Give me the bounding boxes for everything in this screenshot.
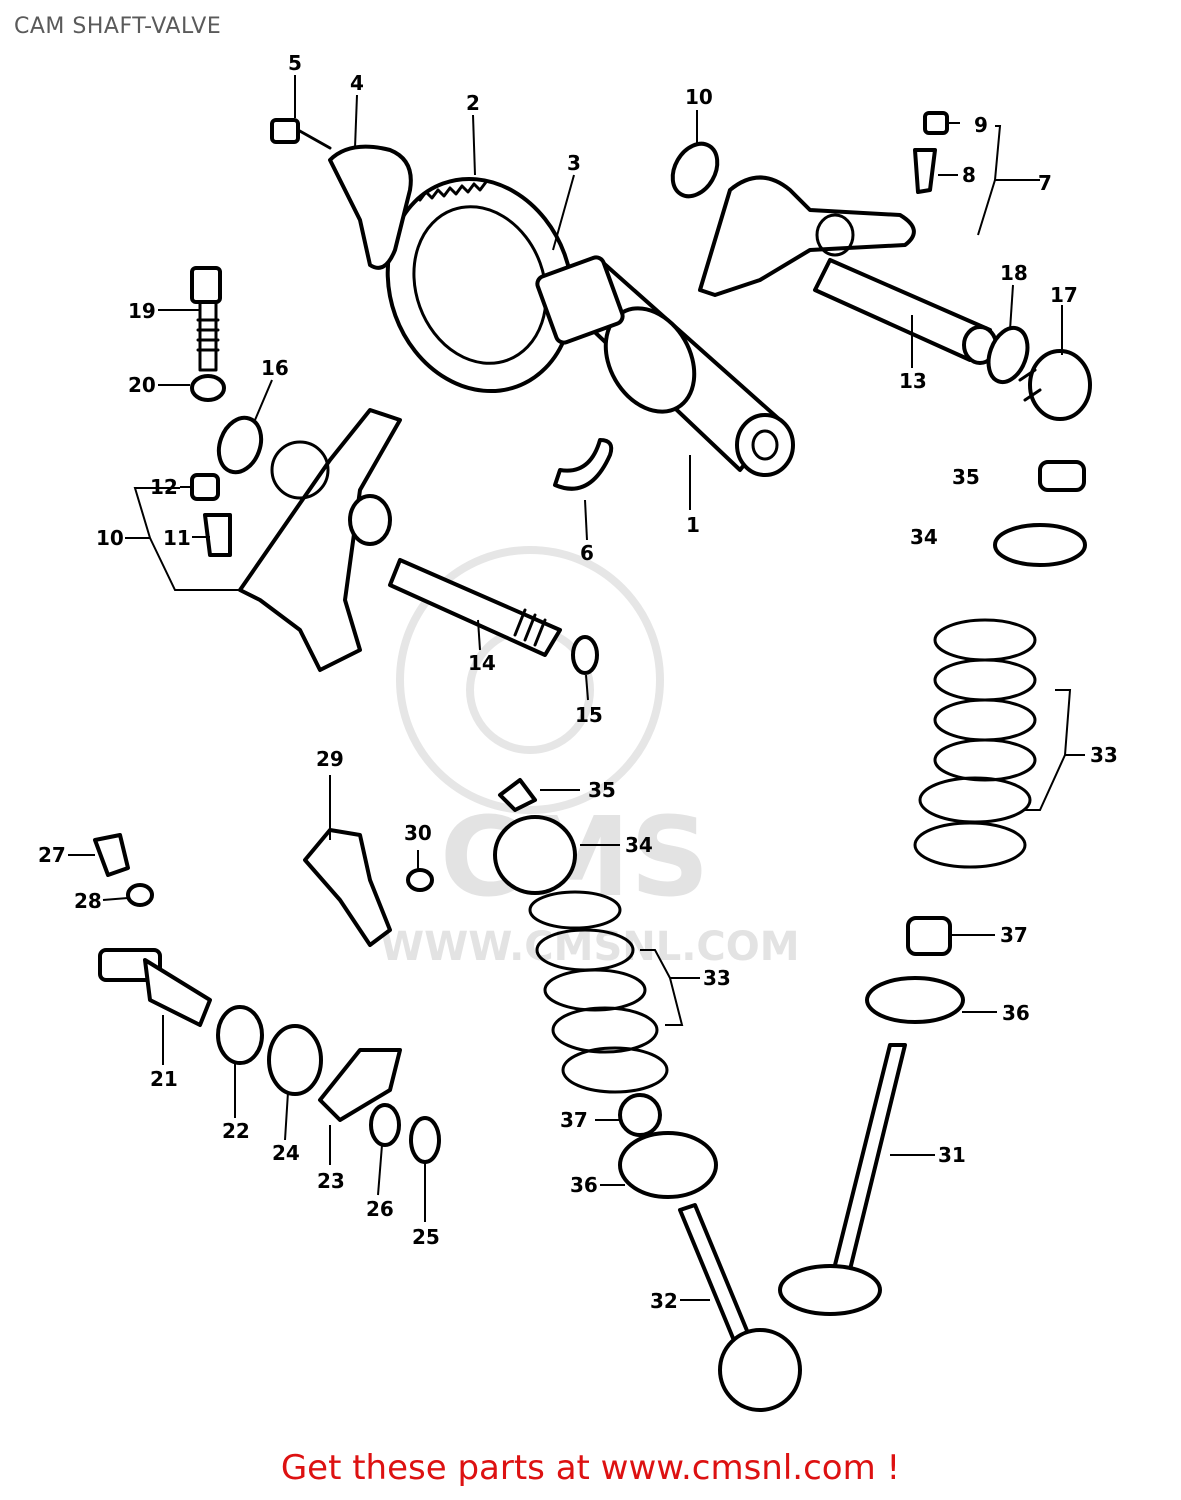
gasket xyxy=(670,141,720,199)
retainer-plate xyxy=(328,144,413,270)
half-ring xyxy=(553,438,614,491)
rocker-arm-left xyxy=(238,408,402,672)
label-25: 25 xyxy=(412,1225,440,1249)
rocker-shaft-right xyxy=(813,258,998,365)
label-23: 23 xyxy=(317,1169,345,1193)
label-9: 9 xyxy=(974,113,988,137)
label-14: 14 xyxy=(468,651,496,675)
label-31: 31 xyxy=(938,1143,966,1167)
bolt-19 xyxy=(190,266,222,372)
exploded-parts-diagram: CMS WWW.CMSNL.COM xyxy=(38,51,1118,1412)
label-16: 16 xyxy=(261,356,289,380)
adjust-screw xyxy=(913,148,937,194)
label-33-right: 33 xyxy=(1090,743,1118,767)
label-7: 7 xyxy=(1038,171,1052,195)
retainer-34-left xyxy=(493,815,577,895)
label-3: 3 xyxy=(567,151,581,175)
label-35-left: 35 xyxy=(588,778,616,802)
oil-seal-22 xyxy=(216,1005,264,1065)
label-15: 15 xyxy=(575,703,603,727)
label-4: 4 xyxy=(350,71,364,95)
label-10: 10 xyxy=(96,526,124,550)
label-37-right: 37 xyxy=(1000,923,1028,947)
label-27: 27 xyxy=(38,843,66,867)
label-35-right: 35 xyxy=(952,465,980,489)
nut-12 xyxy=(190,473,220,501)
label-32: 32 xyxy=(650,1289,678,1313)
label-2: 2 xyxy=(466,91,480,115)
label-11: 11 xyxy=(163,526,191,550)
label-22: 22 xyxy=(222,1119,250,1143)
label-13: 13 xyxy=(899,369,927,393)
label-19: 19 xyxy=(128,299,156,323)
label-29: 29 xyxy=(316,747,344,771)
label-30: 30 xyxy=(404,821,432,845)
bracket-29 xyxy=(303,828,392,947)
washer-26 xyxy=(369,1103,401,1147)
screw-30 xyxy=(406,868,434,892)
label-8: 8 xyxy=(962,163,976,187)
label-20: 20 xyxy=(128,373,156,397)
watermark: CMS WWW.CMSNL.COM xyxy=(380,546,800,970)
camshaft xyxy=(535,255,795,477)
label-36-right: 36 xyxy=(1002,1001,1030,1025)
washer-28 xyxy=(126,883,154,907)
label-10-top: 10 xyxy=(685,85,713,109)
bolt-27 xyxy=(93,833,130,877)
label-36-left: 36 xyxy=(570,1173,598,1197)
label-18: 18 xyxy=(1000,261,1028,285)
valve-31 xyxy=(778,1043,907,1316)
seat-36-right xyxy=(865,976,965,1024)
label-21: 21 xyxy=(150,1067,178,1091)
label-17: 17 xyxy=(1050,283,1078,307)
label-26: 26 xyxy=(366,1197,394,1221)
seat-36-left xyxy=(618,1131,718,1199)
screw-11 xyxy=(203,513,232,557)
plug xyxy=(1018,349,1092,421)
o-ring xyxy=(986,325,1030,385)
seal-37-left xyxy=(618,1093,662,1137)
label-5: 5 xyxy=(288,51,302,75)
o-ring-16 xyxy=(216,415,264,475)
valve-32 xyxy=(678,1203,802,1412)
label-6: 6 xyxy=(580,541,594,565)
leader-lines xyxy=(68,75,1085,1301)
footer-link[interactable]: Get these parts at www.cmsnl.com ! xyxy=(280,1448,901,1488)
seal-37-right xyxy=(906,916,952,956)
cam-sprocket xyxy=(385,176,575,394)
label-1: 1 xyxy=(686,513,700,537)
spring-24 xyxy=(267,1024,323,1096)
rocker-shaft-left xyxy=(388,558,562,657)
label-34-left: 34 xyxy=(625,833,653,857)
cotter-35-left xyxy=(498,778,537,812)
clip-25 xyxy=(409,1116,441,1164)
bolt xyxy=(270,118,332,150)
lever-23 xyxy=(318,1048,402,1122)
valve-spring-right xyxy=(913,618,1037,869)
adjust-nut xyxy=(923,111,949,135)
label-34-right: 34 xyxy=(910,525,938,549)
part-labels: 1 2 3 4 5 6 7 8 9 10 10 11 12 13 14 15 1… xyxy=(38,51,1118,1313)
washer-20 xyxy=(190,374,226,402)
retainer-34-right xyxy=(993,523,1087,567)
label-24: 24 xyxy=(272,1141,300,1165)
valve-spring-left xyxy=(528,890,669,1094)
diagram-title: CAM SHAFT-VALVE xyxy=(14,14,222,39)
watermark-url: WWW.CMSNL.COM xyxy=(380,924,800,970)
o-ring-15 xyxy=(571,635,599,675)
cotter-35-right xyxy=(1038,460,1086,492)
label-37-left: 37 xyxy=(560,1108,588,1132)
label-12: 12 xyxy=(150,475,178,499)
decomp-shaft xyxy=(98,948,212,1027)
label-28: 28 xyxy=(74,889,102,913)
rocker-arm-right xyxy=(698,175,916,297)
label-33-left: 33 xyxy=(703,966,731,990)
